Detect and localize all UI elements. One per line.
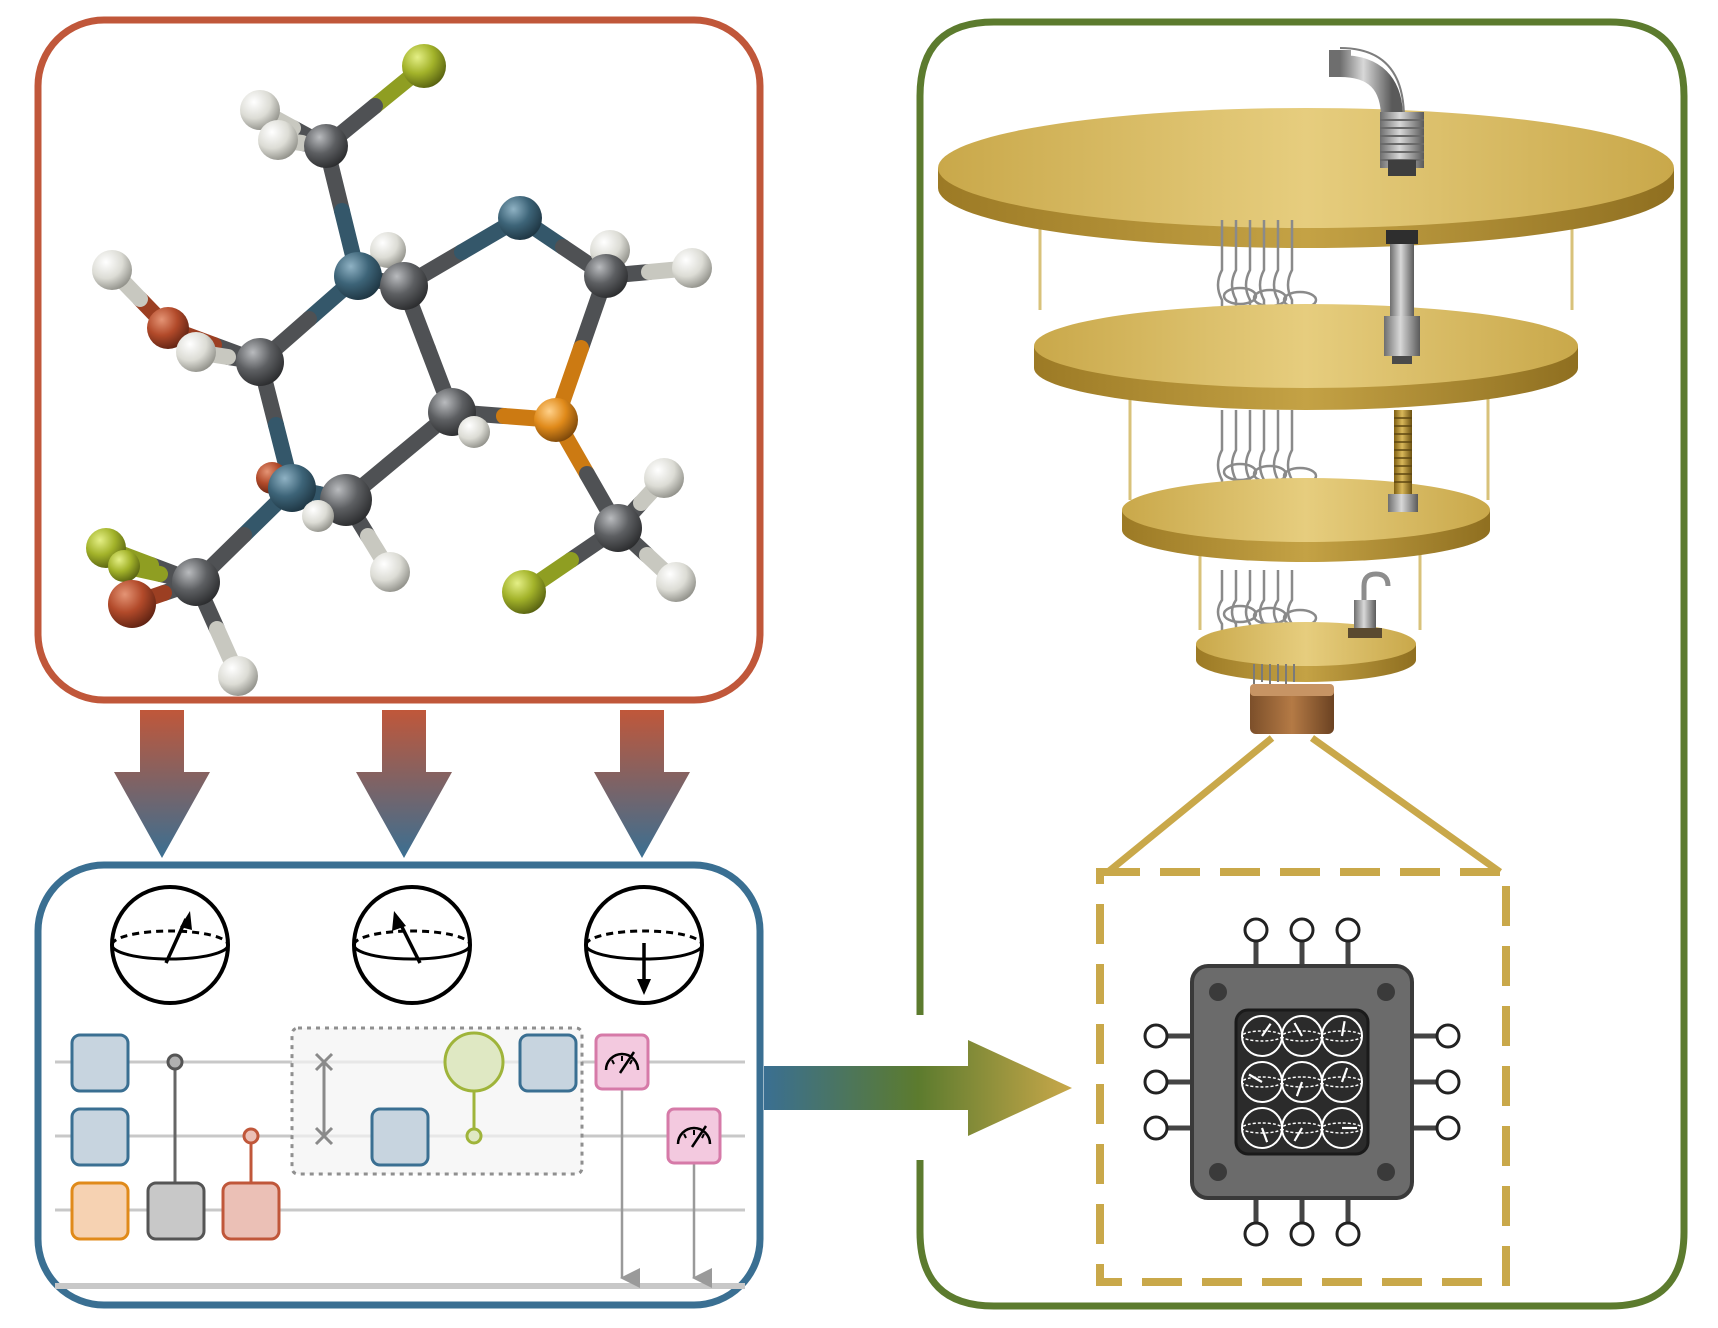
hydrogen-atom [240, 90, 280, 130]
hydrogen-atom [92, 250, 132, 290]
swap-mark-top [314, 1052, 334, 1072]
carbon-atom [380, 262, 428, 310]
molecule-panel-frame [34, 16, 764, 704]
qubit-bloch-icon [1321, 1107, 1363, 1149]
cryostat-plate-1 [938, 108, 1674, 248]
chip-zoom-box [1096, 868, 1510, 1286]
control-dot-green [465, 1127, 483, 1145]
dilution-refrigerator-icon [938, 47, 1674, 734]
measurement-meter-icon-2 [666, 1107, 722, 1165]
measurement-meter-icon [594, 1033, 650, 1091]
zoom-callout-lines [1105, 735, 1503, 875]
gate-controlled-red [221, 1181, 281, 1241]
carbon-atom [172, 558, 220, 606]
gate-green-circle [443, 1031, 505, 1093]
hydrogen-atom [370, 232, 406, 268]
gate-q2 [70, 1107, 130, 1167]
hydrogen-atom [644, 458, 684, 498]
fluorine-atom [502, 570, 546, 614]
pumping-line [1329, 47, 1424, 638]
control-dot-red [242, 1127, 260, 1145]
hydrogen-atom [672, 248, 712, 288]
gate-controlled-gray [146, 1181, 206, 1241]
swap-mark-bottom [314, 1126, 334, 1146]
quantum-circuit [55, 1026, 745, 1289]
hydrogen-atom [458, 416, 490, 448]
nitrogen-atom [268, 464, 316, 512]
hydrogen-atom [656, 562, 696, 602]
bloch-sphere-1 [110, 885, 230, 1005]
hydrogen-atom [258, 120, 298, 160]
hydrogen-atom [370, 552, 410, 592]
down-arrow-2 [356, 710, 452, 858]
quantum-chip-icon [1143, 917, 1461, 1247]
cryostat-plate-4 [1196, 622, 1416, 682]
gate-q1-box [518, 1033, 578, 1093]
molecule-icon [86, 44, 712, 696]
carbon-atom [594, 504, 642, 552]
phosphorus-atom [534, 398, 578, 442]
qubit-array [1241, 1015, 1363, 1149]
control-dot-gray [166, 1053, 184, 1071]
hydrogen-atom [218, 656, 258, 696]
carbon-atom [236, 338, 284, 386]
carbon-atom [584, 254, 628, 298]
oxygen-atom [147, 307, 189, 349]
encode-arrows [114, 710, 690, 858]
qubit-bloch-icon [1321, 1015, 1363, 1057]
qubit-bloch-icon [1321, 1061, 1363, 1103]
hydrogen-atom [176, 332, 216, 372]
bloch-sphere-2 [352, 885, 472, 1005]
coax-wires-upper [1216, 220, 1318, 370]
coax-wires-lower [1216, 570, 1318, 660]
bloch-sphere-3 [584, 885, 704, 1005]
down-arrow-1 [114, 710, 210, 858]
oxygen-atom [108, 580, 156, 628]
hardware-panel-frame [916, 18, 1688, 1310]
down-arrow-3 [594, 710, 690, 858]
cryostat-plate-2 [1034, 304, 1578, 410]
compile-arrow [764, 1040, 1072, 1136]
gate-q3-orange [70, 1181, 130, 1241]
gate-q1 [70, 1033, 130, 1093]
nitrogen-atom [334, 252, 382, 300]
nitrogen-atom [498, 196, 542, 240]
fluorine-atom [402, 44, 446, 88]
cryostat-plate-3 [1122, 478, 1490, 562]
chip-mount [1250, 664, 1334, 734]
gate-group-box [290, 1026, 584, 1176]
fluorine-atom [108, 550, 140, 582]
gate-q2-box [370, 1107, 430, 1167]
carbon-atom [304, 124, 348, 168]
hydrogen-atom [302, 500, 334, 532]
